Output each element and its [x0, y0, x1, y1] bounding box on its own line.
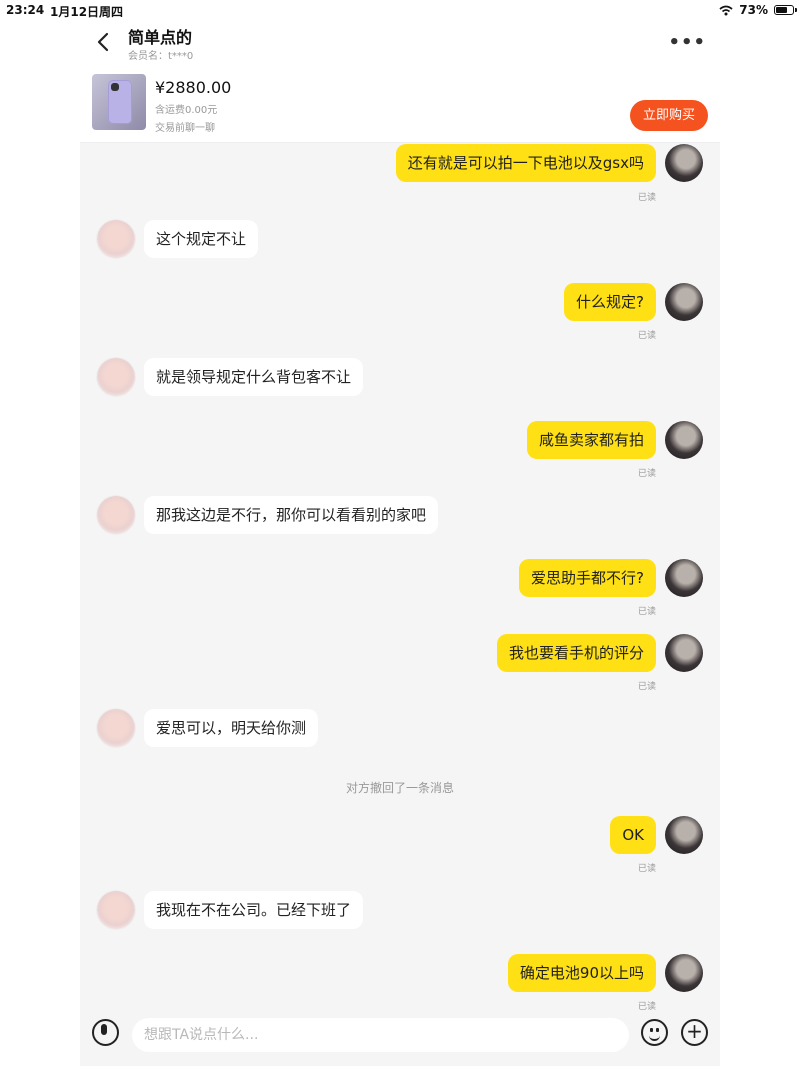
read-receipt: 已读 [637, 193, 656, 203]
message-bubble-me[interactable]: OK [610, 816, 656, 854]
my-avatar[interactable] [665, 144, 703, 182]
plus-icon[interactable]: + [681, 1019, 708, 1046]
my-avatar[interactable] [665, 559, 703, 597]
battery-icon [774, 5, 797, 15]
message-bubble-me[interactable]: 咸鱼卖家都有拍 [526, 421, 656, 459]
read-receipt: 已读 [637, 1002, 656, 1012]
message-bubble-other[interactable]: 那我这边是不行，那你可以看看别的家吧 [144, 496, 439, 534]
product-price: ¥2880.00 [155, 78, 232, 97]
my-avatar[interactable] [665, 816, 703, 854]
recall-notice: 对方撤回了一条消息 [345, 781, 454, 795]
input-bar: + [80, 1014, 720, 1066]
message-bubble-other[interactable]: 就是领导规定什么背包客不让 [144, 358, 364, 396]
microphone-icon[interactable] [92, 1019, 119, 1046]
message-text: 爱思助手都不行? [519, 559, 656, 597]
read-receipt: 已读 [637, 864, 656, 874]
seller-avatar[interactable] [97, 891, 135, 929]
read-receipt: 已读 [637, 331, 656, 341]
read-receipt: 已读 [637, 469, 656, 479]
seller-avatar[interactable] [97, 220, 135, 258]
product-note: 交易前聊一聊 [155, 123, 215, 134]
my-avatar[interactable] [665, 634, 703, 672]
my-avatar[interactable] [665, 283, 703, 321]
product-shipping: 含运费0.00元 [155, 105, 218, 116]
message-bubble-other[interactable]: 我现在不在公司。已经下班了 [144, 891, 364, 929]
battery-percent: 73% [739, 3, 768, 17]
chat-header: 简单点的 会员名：t***0 ••• [80, 22, 720, 64]
message-bubble-me[interactable]: 爱思助手都不行? [519, 559, 656, 597]
product-card[interactable]: ¥2880.00 含运费0.00元 交易前聊一聊 立即购买 [80, 64, 720, 143]
my-avatar[interactable] [665, 421, 703, 459]
message-text: 这个规定不让 [144, 220, 259, 258]
message-bubble-me[interactable]: 什么规定? [564, 283, 656, 321]
wifi-icon [719, 5, 733, 15]
product-thumbnail[interactable] [92, 74, 146, 130]
message-bubble-me[interactable]: 确定电池90以上吗 [507, 954, 656, 992]
message-text: 确定电池90以上吗 [507, 954, 656, 992]
message-text: 就是领导规定什么背包客不让 [144, 358, 364, 396]
message-text: OK [610, 816, 656, 854]
message-bubble-me[interactable]: 我也要看手机的评分 [496, 634, 656, 672]
status-bar: 23:24 1月12日周四 73% [0, 0, 800, 22]
message-text: 那我这边是不行，那你可以看看别的家吧 [144, 496, 439, 534]
seller-avatar[interactable] [97, 709, 135, 747]
emoji-icon[interactable] [641, 1019, 668, 1046]
status-time: 23:24 [6, 3, 45, 17]
message-text: 什么规定? [564, 283, 656, 321]
message-text: 我也要看手机的评分 [496, 634, 656, 672]
my-avatar[interactable] [665, 954, 703, 992]
chat-panel: 简单点的 会员名：t***0 ••• ¥2880.00 含运费0.00元 交易前… [80, 22, 720, 1066]
read-receipt: 已读 [637, 607, 656, 617]
message-text: 爱思可以，明天给你测 [144, 709, 319, 747]
status-right: 73% [719, 3, 797, 17]
member-name: 会员名：t***0 [128, 51, 194, 62]
message-bubble-other[interactable]: 这个规定不让 [144, 220, 259, 258]
read-receipt: 已读 [637, 682, 656, 692]
message-input[interactable] [132, 1018, 629, 1052]
buy-now-button[interactable]: 立即购买 [629, 100, 708, 131]
message-bubble-other[interactable]: 爱思可以，明天给你测 [144, 709, 319, 747]
more-icon[interactable]: ••• [668, 32, 706, 53]
message-text: 咸鱼卖家都有拍 [526, 421, 656, 459]
status-date: 1月12日周四 [50, 5, 124, 19]
message-text: 还有就是可以拍一下电池以及gsx吗 [395, 144, 656, 182]
seller-avatar[interactable] [97, 358, 135, 396]
chat-title: 简单点的 [128, 28, 193, 47]
message-text: 我现在不在公司。已经下班了 [144, 891, 364, 929]
seller-avatar[interactable] [97, 496, 135, 534]
back-arrow-icon[interactable] [92, 30, 116, 54]
message-bubble-me[interactable]: 还有就是可以拍一下电池以及gsx吗 [395, 144, 656, 182]
phone-image [108, 80, 132, 124]
